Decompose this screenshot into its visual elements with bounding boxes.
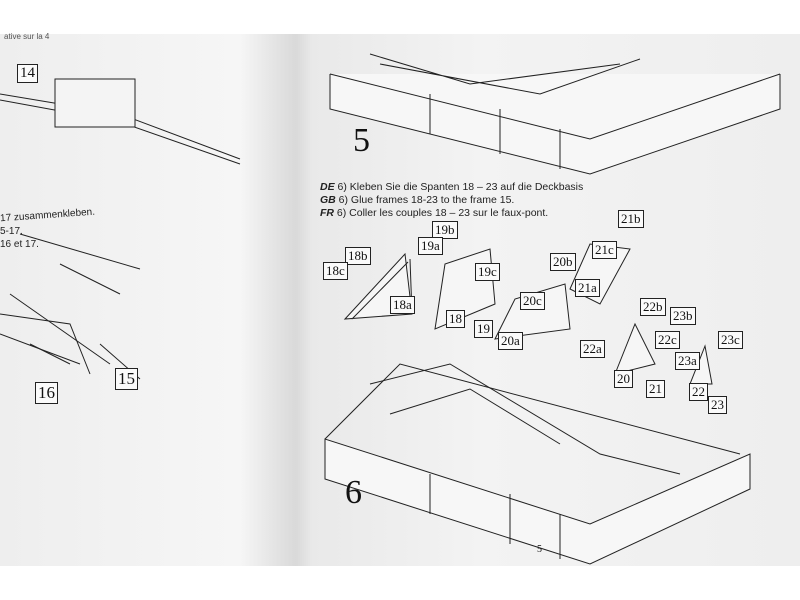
frame-label: 20 [614, 370, 633, 388]
frame-label: 19 [474, 320, 493, 338]
part-label: 18b [345, 247, 371, 265]
part-label: 22a [580, 340, 605, 358]
part-label: 14 [17, 64, 38, 83]
part-label: 20b [550, 253, 576, 271]
frame-label: 23 [708, 396, 727, 414]
lang-code: GB [320, 194, 336, 206]
part-label: 19b [432, 221, 458, 239]
part-label: 19a [418, 237, 443, 255]
part-label: 15 [115, 368, 138, 390]
lang-code: FR [320, 207, 334, 219]
part-label: 21c [592, 241, 617, 259]
part-label: 23b [670, 307, 696, 325]
assembly-drawings [0, 53, 781, 565]
text-fragment: ative sur la 4 [4, 32, 50, 41]
page-number: 5 [537, 544, 542, 555]
instruction-text: 6) Kleben Sie die Spanten 18 – 23 auf di… [337, 181, 584, 193]
part-label: 18a [390, 296, 415, 314]
part-label: 20c [520, 292, 545, 310]
instruction-text: 6) Coller les couples 18 – 23 sur le fau… [336, 207, 549, 219]
text-fragment: 5-17. [0, 226, 23, 237]
lang-code: DE [320, 181, 335, 193]
text-fragment: 16 et 17. [0, 239, 39, 250]
part-label: 18c [323, 262, 348, 280]
frame-label: 18 [446, 310, 465, 328]
step-number: 6 [345, 474, 362, 511]
instruction-text: 6) Glue frames 18-23 to the frame 15. [338, 194, 515, 206]
part-label: 20a [498, 332, 523, 350]
part-label: 23c [718, 331, 743, 349]
part-label: 23a [675, 352, 700, 370]
step-number: 5 [353, 122, 370, 159]
part-label: 21a [575, 279, 600, 297]
part-label: 21b [618, 210, 644, 228]
part-label: 16 [35, 382, 58, 404]
instructions: DE 6) Kleben Sie die Spanten 18 – 23 auf… [320, 181, 583, 220]
frame-label: 21 [646, 380, 665, 398]
part-label: 22c [655, 331, 680, 349]
part-label: 19c [475, 263, 500, 281]
frame-label: 22 [689, 383, 708, 401]
instruction-booklet: ative sur la 4 17 zusammenkleben. 5-17. … [0, 32, 800, 566]
part-label: 22b [640, 298, 666, 316]
